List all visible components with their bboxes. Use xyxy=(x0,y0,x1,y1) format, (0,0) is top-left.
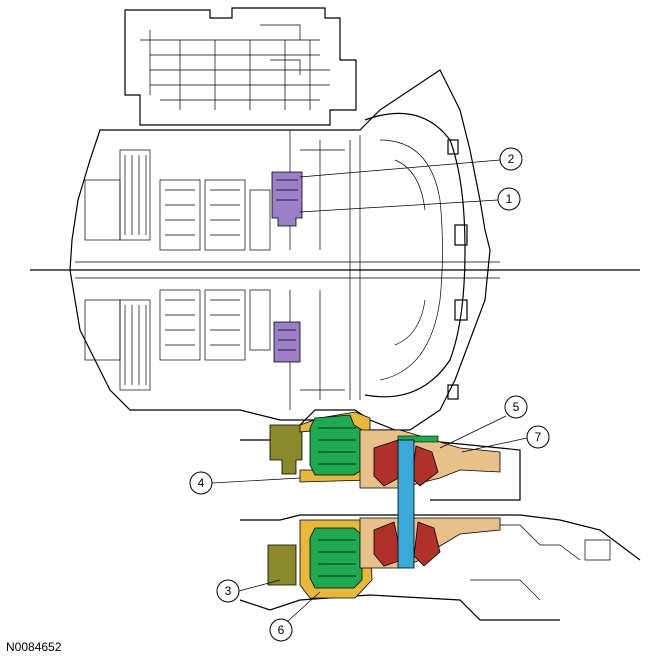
upper-transmission-assembly xyxy=(30,7,640,431)
callout-2: 2 xyxy=(299,147,523,178)
callout-5-number: 5 xyxy=(513,400,520,414)
callout-5: 5 xyxy=(439,395,528,449)
callout-2-number: 2 xyxy=(508,152,515,166)
drawing-id-label: N0084652 xyxy=(6,640,62,654)
callout-6-number: 6 xyxy=(278,623,285,637)
lower-detail-assembly xyxy=(239,409,641,621)
callout-1-number: 1 xyxy=(506,192,513,206)
callout-7-number: 7 xyxy=(535,430,542,444)
callout-6: 6 xyxy=(269,591,321,642)
purple-component-upper xyxy=(271,171,303,227)
callout-3-number: 3 xyxy=(225,584,232,598)
callout-7: 7 xyxy=(461,425,550,453)
callout-4-number: 4 xyxy=(198,476,205,490)
callout-1: 1 xyxy=(299,187,521,213)
purple-component-lower xyxy=(273,321,301,363)
callout-4: 4 xyxy=(189,471,301,495)
callout-3: 3 xyxy=(216,579,281,603)
